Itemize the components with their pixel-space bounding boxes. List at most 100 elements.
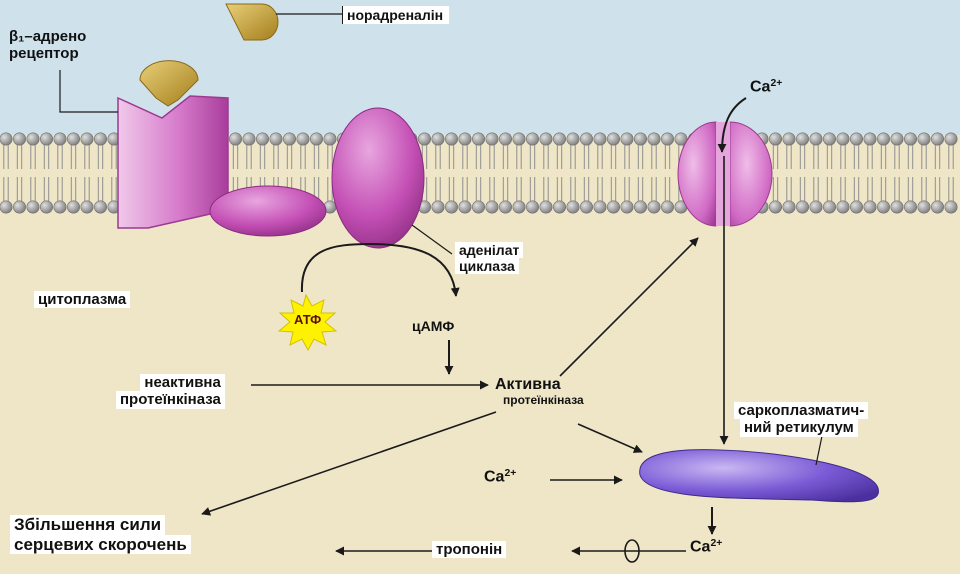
lipid-head bbox=[13, 132, 26, 146]
lipid-head bbox=[579, 132, 593, 146]
lipid-head bbox=[836, 200, 850, 214]
lipid-head bbox=[282, 132, 296, 146]
lipid-head bbox=[606, 200, 620, 214]
lipid-head bbox=[863, 200, 877, 214]
adenylate-cyclase-label-line2: циклаза bbox=[455, 258, 519, 275]
beta1-receptor-label-line1: β₁–адрено bbox=[9, 28, 87, 45]
lipid-head bbox=[539, 132, 553, 146]
arrow-atp-to-camp bbox=[300, 242, 460, 297]
inactive-pka-label-line2: протеїнкіназа bbox=[116, 391, 225, 409]
noradrenaline-label: норадреналін bbox=[342, 6, 450, 25]
lipid-head bbox=[417, 132, 431, 146]
g-protein bbox=[209, 185, 327, 237]
calcium-ion-top-base: Ca bbox=[750, 78, 771, 96]
receptor-leader bbox=[59, 70, 118, 113]
lipid-head bbox=[39, 200, 53, 214]
sarcoplasmic-reticulum-label-line2: ний ретикулум bbox=[740, 419, 858, 437]
lipid-head bbox=[242, 132, 256, 146]
lipid-head bbox=[782, 200, 796, 214]
lipid-head bbox=[606, 132, 620, 146]
lipid-head bbox=[80, 200, 94, 214]
bound-noradrenaline-molecule bbox=[139, 60, 199, 107]
sarcoplasmic-reticulum bbox=[639, 449, 879, 503]
lipid-head bbox=[930, 200, 944, 214]
calcium-ion-top-label: Ca2+ bbox=[750, 78, 782, 97]
lipid-head bbox=[53, 132, 67, 146]
lipid-head bbox=[944, 132, 958, 146]
arrow-ca-influx bbox=[717, 97, 747, 153]
lipid-head bbox=[525, 200, 539, 214]
calcium-channel-right bbox=[729, 121, 773, 227]
lipid-head bbox=[255, 132, 269, 146]
lipid-head bbox=[13, 200, 26, 214]
lipid-head bbox=[566, 132, 580, 146]
lipid-head bbox=[863, 132, 877, 146]
camp-label: цАМФ bbox=[412, 318, 455, 334]
adenylate-cyclase bbox=[331, 107, 425, 249]
lipid-head bbox=[876, 132, 890, 146]
lipid-head bbox=[890, 132, 904, 146]
lipid-head bbox=[647, 200, 661, 214]
lipid-head bbox=[903, 132, 917, 146]
arrow-pka-to-contraction bbox=[201, 411, 497, 516]
contraction-increase-label-line2: серцевих скорочень bbox=[10, 534, 191, 555]
calcium-ion-top-charge: 2+ bbox=[770, 78, 783, 89]
lipid-head bbox=[39, 132, 53, 146]
lipid-head bbox=[431, 132, 445, 146]
noradrenaline-molecule bbox=[225, 3, 279, 41]
sarcoplasmic-reticulum-label: саркоплазматич- ний ретикулум bbox=[734, 402, 869, 437]
lipid-head bbox=[917, 200, 931, 214]
lipid-head bbox=[944, 200, 958, 214]
cytoplasm-label: цитоплазма bbox=[34, 291, 131, 309]
lipid-head bbox=[512, 132, 526, 146]
lipid-head bbox=[94, 132, 108, 146]
lipid-head bbox=[444, 200, 458, 214]
lipid-head bbox=[633, 200, 647, 214]
lipid-head bbox=[323, 132, 337, 146]
reticulum-leader bbox=[815, 435, 823, 466]
adenylate-cyclase-leader bbox=[411, 224, 453, 255]
lipid-head bbox=[768, 200, 782, 214]
lipid-head bbox=[593, 200, 607, 214]
lipid-head bbox=[552, 200, 566, 214]
lipid-head bbox=[67, 200, 81, 214]
lipid-head bbox=[525, 132, 539, 146]
inactive-pka-label: неактивна протеїнкіназа bbox=[92, 374, 225, 409]
lipid-head bbox=[80, 132, 94, 146]
calcium-ion-bottom-label: Ca2+ bbox=[690, 538, 722, 557]
lipid-head bbox=[485, 200, 499, 214]
lipid-head bbox=[903, 200, 917, 214]
lipid-head bbox=[822, 132, 836, 146]
active-pka-label-line2: протеїнкіназа bbox=[503, 393, 584, 408]
calcium-ion-left-charge: 2+ bbox=[504, 468, 517, 479]
calcium-ion-left-label: Ca2+ bbox=[484, 468, 516, 487]
lipid-head bbox=[498, 200, 512, 214]
calcium-ion-bottom-base: Ca bbox=[690, 538, 711, 556]
lipid-head bbox=[930, 132, 944, 146]
adenylate-cyclase-label: аденілат циклаза bbox=[455, 242, 524, 275]
lipid-head bbox=[660, 200, 674, 214]
lipid-head bbox=[512, 200, 526, 214]
lipid-head bbox=[917, 132, 931, 146]
lipid-head bbox=[620, 200, 634, 214]
lipid-head bbox=[26, 200, 40, 214]
lipid-head bbox=[471, 132, 485, 146]
lipid-head bbox=[471, 200, 485, 214]
lipid-head bbox=[94, 200, 108, 214]
calcium-ion-bottom-charge: 2+ bbox=[710, 538, 723, 549]
calcium-ion-left-base: Ca bbox=[484, 468, 505, 486]
lipid-head bbox=[876, 200, 890, 214]
atp-star bbox=[277, 293, 338, 352]
lipid-head bbox=[768, 132, 782, 146]
lipid-head bbox=[229, 132, 243, 146]
contraction-increase-label-line1: Збільшення сили bbox=[10, 515, 166, 535]
lipid-head bbox=[498, 132, 512, 146]
lipid-head bbox=[444, 132, 458, 146]
calcium-channel-left bbox=[677, 121, 717, 227]
lipid-head bbox=[552, 132, 566, 146]
lipid-head bbox=[0, 200, 13, 214]
lipid-head bbox=[593, 132, 607, 146]
lipid-head bbox=[579, 200, 593, 214]
